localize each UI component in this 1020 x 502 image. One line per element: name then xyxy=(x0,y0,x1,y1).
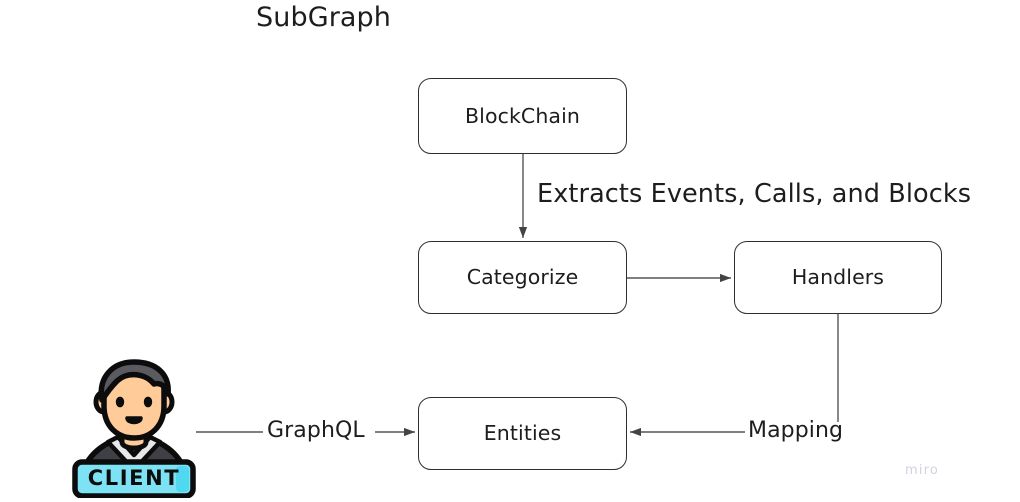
edge-label-graphql: GraphQL xyxy=(267,418,365,443)
node-categorize[interactable]: Categorize xyxy=(418,241,627,314)
node-handlers-label: Handlers xyxy=(791,265,885,290)
node-entities[interactable]: Entities xyxy=(418,397,627,470)
node-blockchain[interactable]: BlockChain xyxy=(418,78,627,154)
miro-watermark: miro xyxy=(905,463,940,478)
node-entities-label: Entities xyxy=(483,421,562,446)
node-categorize-label: Categorize xyxy=(466,265,579,290)
client-avatar-icon: CLIENT xyxy=(72,358,196,498)
edge-label-extracts: Extracts Events, Calls, and Blocks xyxy=(537,179,972,209)
edge-label-mapping: Mapping xyxy=(748,418,844,443)
diagram-title: SubGraph xyxy=(256,2,392,33)
node-blockchain-label: BlockChain xyxy=(464,103,580,128)
node-handlers[interactable]: Handlers xyxy=(734,241,942,314)
client-badge-text: CLIENT xyxy=(88,466,180,490)
